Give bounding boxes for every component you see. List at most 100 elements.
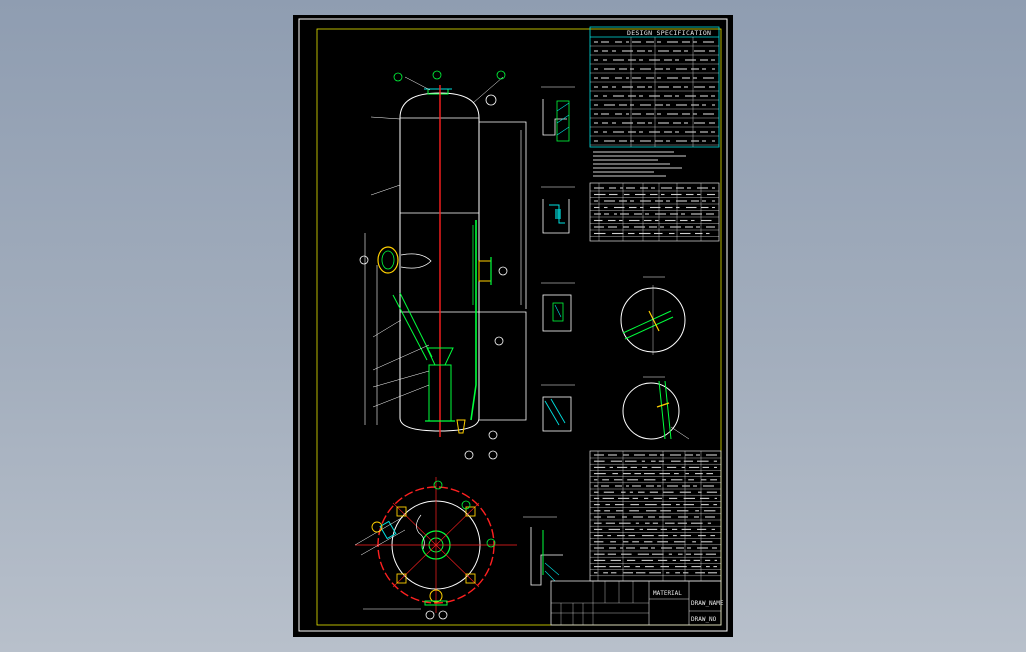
- plan-lug-4: [465, 573, 476, 584]
- detail-1-hatch-1: [556, 102, 570, 112]
- leader-3: [372, 319, 402, 338]
- plan-callout-l: [371, 521, 383, 533]
- plan-dim-a: [354, 516, 404, 546]
- spec-table-border: [589, 26, 720, 148]
- plan-callout-r1: [461, 500, 471, 510]
- spec-title: DESIGN SPECIFICATION: [627, 29, 711, 37]
- title-block-grid: [560, 581, 634, 625]
- inner-frame: [316, 28, 722, 626]
- parts-list: [589, 450, 722, 582]
- callout-top-left: [393, 72, 403, 82]
- plan-curve: [416, 514, 425, 550]
- parts-list-cols: [597, 451, 702, 581]
- title-block: MATERIAL DRAW_NAME DRAW_NO: [550, 580, 724, 626]
- plan-callout-b1: [425, 610, 435, 620]
- detail-2-fill: [555, 209, 561, 219]
- parts-list-rows: [590, 457, 721, 576]
- callout-bottom-c: [488, 450, 498, 460]
- drawing-name-label: DRAW_NAME: [691, 600, 724, 607]
- left-manhole-inner: [381, 250, 395, 270]
- leader-6: [372, 384, 430, 408]
- callout-bottom-b: [488, 430, 498, 440]
- plan-diag-2: [392, 502, 480, 588]
- detail-1: [541, 86, 575, 142]
- leader-2: [370, 184, 401, 196]
- nozzle-table: [589, 182, 720, 242]
- detail-3: [541, 282, 575, 332]
- callout-left-manhole: [359, 255, 369, 265]
- callout-top-right: [496, 70, 506, 80]
- vessel-elevation: [359, 70, 527, 460]
- detail-3-hatch: [554, 304, 562, 318]
- spec-table-rows: [590, 45, 719, 146]
- nozzle-table-cols: [598, 183, 702, 241]
- detail-5-profile: [530, 527, 563, 586]
- nozzle-table-cell-marks: [594, 187, 715, 235]
- detail-2: [541, 186, 575, 234]
- leader-top-r: [472, 76, 504, 104]
- plan-bottom-flange: [424, 600, 448, 606]
- leader-5: [372, 370, 430, 388]
- plan-dim-b: [360, 529, 406, 556]
- detail-2-profile: [542, 199, 570, 234]
- circle-detail-2-pipe-a: [658, 380, 666, 440]
- plan-callout-b2: [438, 610, 448, 620]
- left-manhole: [377, 246, 399, 274]
- plan-callout-r2: [486, 538, 496, 548]
- circle-detail-2-leader: [670, 426, 690, 440]
- drawing-number-label: DRAW_NO: [691, 616, 717, 623]
- detail-1-profile: [542, 99, 567, 136]
- plan-bottom-nozzle: [429, 589, 443, 603]
- parts-list-cell-marks: [594, 454, 717, 574]
- bottom-nozzle: [456, 419, 466, 434]
- side-pipe: [470, 220, 477, 421]
- nozzle-table-rows: [590, 190, 719, 237]
- detail-4-diag-2: [550, 398, 566, 424]
- lower-extension: [479, 311, 527, 421]
- circle-detail-1-pipe-b: [624, 316, 674, 340]
- circle-detail-1-pipe-a: [622, 310, 672, 334]
- detail-1-plate: [556, 100, 570, 142]
- detail-4: [541, 384, 575, 432]
- drawing-sheet: DESIGN SPECIFICATION MATERIAL DRAW_NAME …: [293, 15, 733, 637]
- material-label: MATERIAL: [653, 590, 682, 597]
- circle-detail-2: [622, 376, 690, 440]
- plan-callout-top: [433, 480, 443, 490]
- detail-4-body: [542, 396, 572, 432]
- detail-5-hatch-2: [544, 570, 556, 582]
- callout-side-pipe: [494, 336, 504, 346]
- callout-head-right: [485, 94, 497, 106]
- detail-3-body: [542, 294, 572, 332]
- plan-lug-1: [396, 506, 407, 517]
- technical-notes: [593, 151, 686, 177]
- right-extension: [479, 121, 527, 309]
- leader-1: [370, 116, 401, 120]
- inlet-pipe-b: [399, 292, 433, 358]
- callout-bottom-a: [464, 450, 474, 460]
- circle-detail-1: [620, 276, 686, 355]
- cad-drawing: DESIGN SPECIFICATION MATERIAL DRAW_NAME …: [298, 18, 728, 632]
- nozzle-table-border: [589, 182, 720, 242]
- callout-top-mid: [432, 70, 442, 80]
- detail-1-hatch-3: [556, 126, 570, 136]
- outer-frame: [298, 18, 728, 632]
- callout-right-nozzle: [498, 266, 508, 276]
- circle-detail-2-outline: [622, 382, 680, 440]
- leader-4: [372, 344, 430, 371]
- plan-manhole: [379, 520, 397, 540]
- plan-view: [354, 477, 517, 620]
- spec-table-cell-marks: [594, 41, 715, 142]
- plan-lug-2: [465, 506, 476, 517]
- circle-detail-2-pipe-b: [664, 380, 672, 440]
- manhole-cover: [400, 253, 432, 269]
- detail-5-hatch-1: [544, 562, 560, 576]
- design-spec-table: DESIGN SPECIFICATION: [589, 26, 720, 148]
- plan-lug-3: [396, 573, 407, 584]
- circle-detail-1-ring: [648, 310, 660, 332]
- detail-3-insert: [552, 302, 564, 322]
- detail-4-diag-1: [544, 400, 560, 426]
- right-nozzle: [478, 260, 492, 282]
- circle-detail-2-ring: [656, 402, 670, 408]
- leader-top: [404, 76, 431, 91]
- detail-5: [523, 516, 563, 586]
